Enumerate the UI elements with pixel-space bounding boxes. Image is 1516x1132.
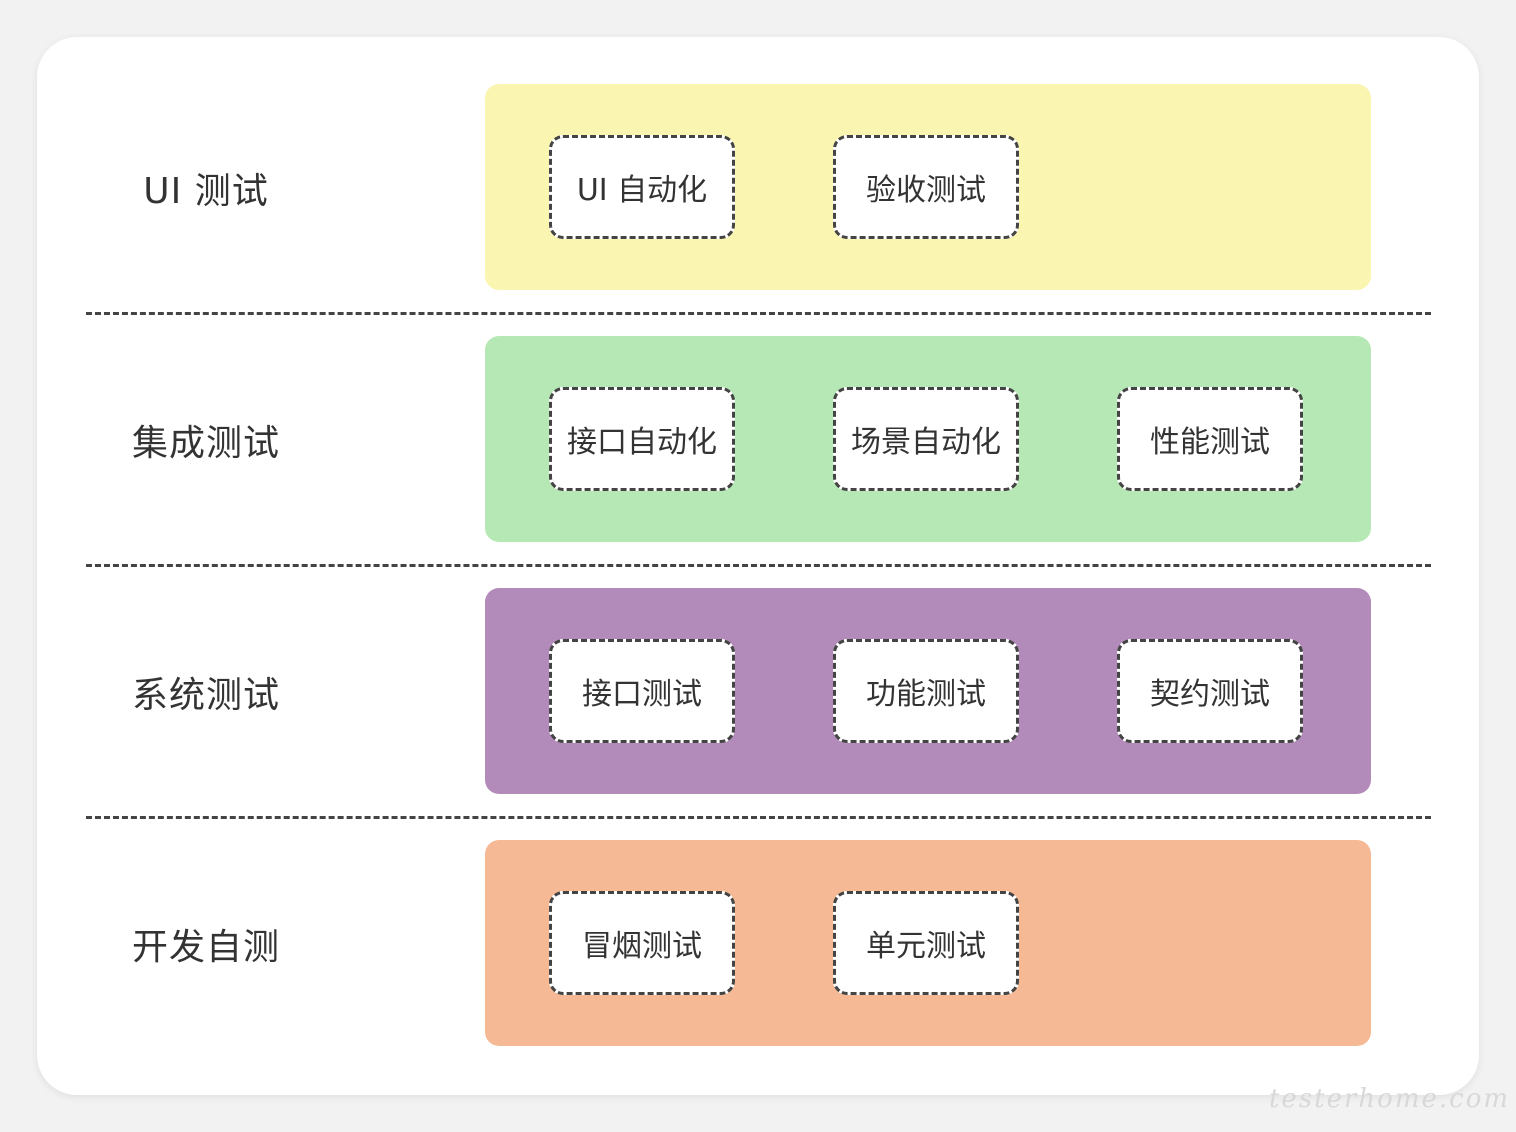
layer-system-testing: 系统测试 接口测试 功能测试 契约测试 [37,588,1479,840]
test-item: 性能测试 [1117,387,1303,491]
layer-label: 系统测试 [131,675,280,716]
test-item: 冒烟测试 [549,891,735,995]
test-item: 契约测试 [1117,639,1303,743]
layer-divider [86,312,1431,315]
test-item: 接口测试 [549,639,735,743]
test-item: 接口自动化 [549,387,735,491]
layer-panel: 接口自动化 场景自动化 性能测试 [485,336,1371,542]
layer-label: UI 测试 [143,171,269,212]
test-item: UI 自动化 [549,135,735,239]
test-item: 功能测试 [833,639,1019,743]
layer-panel: 接口测试 功能测试 契约测试 [485,588,1371,794]
layer-divider [86,564,1431,567]
layer-label: 集成测试 [131,423,280,464]
layer-integration-testing: 集成测试 接口自动化 场景自动化 性能测试 [37,336,1479,588]
layer-developer-self-testing: 开发自测 冒烟测试 单元测试 [37,840,1479,1092]
test-item: 场景自动化 [833,387,1019,491]
test-item: 单元测试 [833,891,1019,995]
watermark: testerhome.com [1268,1084,1510,1114]
layer-label: 开发自测 [131,927,280,968]
layer-panel: 冒烟测试 单元测试 [485,840,1371,1046]
diagram-card: UI 测试 UI 自动化 验收测试 集成测试 接口自动化 场景自动化 性能测试 … [37,37,1479,1095]
test-item: 验收测试 [833,135,1019,239]
layer-ui-testing: UI 测试 UI 自动化 验收测试 [37,84,1479,336]
layer-panel: UI 自动化 验收测试 [485,84,1371,290]
layer-divider [86,816,1431,819]
